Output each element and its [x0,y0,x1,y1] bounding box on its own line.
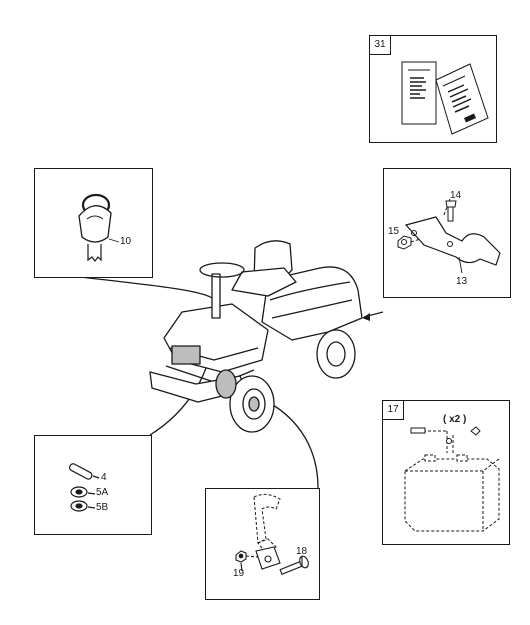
bracket-illustration [397,198,501,274]
pin-washer-illustration [68,463,100,512]
washer-b-part-number: 5B [96,502,109,513]
key-part-number: 10 [120,236,132,247]
key-callout-line [79,276,213,299]
terminal-bolts [410,426,481,444]
pin-washer-box: 4 5A 5B [34,435,152,535]
manuals-box: 31 [369,35,497,143]
manuals-illustration [401,61,489,135]
pin-part-number: 4 [101,472,107,483]
battery-illustration [404,426,500,532]
bracket-bolt [443,198,457,222]
battery-quantity-note: ( x2 ) [443,414,467,425]
manuals-box-number: 31 [370,36,391,55]
bracket-part-number: 13 [456,276,468,287]
pedal-arm [253,493,281,544]
mounting-bracket [404,216,501,266]
bracket-callout-arrow [362,313,370,321]
battery-box: 17 ( x2 ) [382,400,510,545]
ignition-key-box: 10 [34,168,153,278]
bolt-part-number: 14 [450,190,462,201]
nut-part-number: 15 [388,226,400,237]
key-head [78,205,112,243]
manual-booklet-2 [435,63,489,135]
pedal-box: 19 18 [205,488,320,600]
washer-a-part-number: 5A [96,487,109,498]
steering-wheel [199,262,245,278]
front-grille [171,345,201,365]
pedal-illustration [235,493,309,575]
bracket-box: 14 15 13 [383,168,511,298]
key-blade [87,244,102,262]
key-illustration [78,193,120,262]
pedal-callout-line [267,401,319,489]
nut-part-number-19: 19 [233,568,245,579]
bolt-part-number-18: 18 [296,546,308,557]
battery-box-number: 17 [383,401,404,420]
battery-outline [404,458,500,532]
steering-column [211,273,221,319]
manual-booklet-1 [401,61,437,125]
clevis-pin [68,463,93,480]
pedal-bolt [279,555,309,575]
bracket-nut [397,235,421,250]
